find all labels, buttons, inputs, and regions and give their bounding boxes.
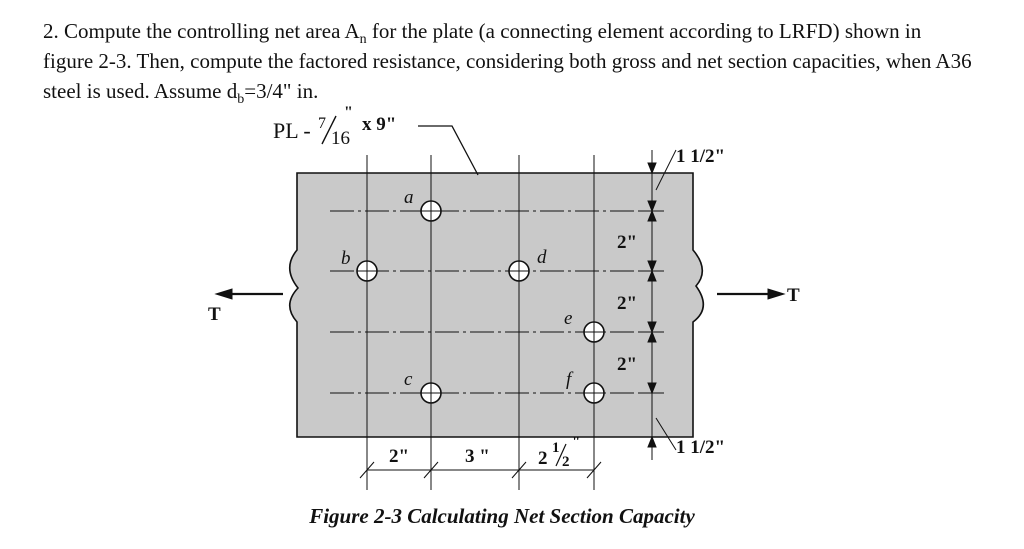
hole-label-e: e [564, 308, 572, 329]
hole-label-a: a [404, 187, 414, 208]
dim-gage-3-slash [555, 443, 567, 467]
hole-label-b: b [341, 248, 351, 269]
plate-thickness-slash [321, 115, 337, 145]
problem-text-1: 2. Compute the controlling net area A [43, 19, 360, 43]
problem-subscript-n: n [359, 32, 367, 48]
plate-label-prefix: PL - [273, 118, 311, 143]
plate-thickness-num: 7 [318, 115, 326, 132]
dim-gage-3-mark: " [572, 434, 580, 450]
problem-subscript-b: b [237, 92, 245, 108]
dim-gage-3-whole: 2 [538, 448, 548, 469]
tension-arrows [214, 288, 786, 300]
problem-text-3: =3/4" in. [244, 79, 319, 103]
dim-gage-3-den: 2 [562, 454, 570, 470]
gauge-lines [330, 210, 660, 394]
dim-gage-1: 2" [389, 446, 409, 467]
plate-thickness-den: 16 [331, 128, 350, 149]
problem-statement: 2. Compute the controlling net area An f… [43, 16, 973, 108]
problem-text-2: for the plate (a connecting element acco… [43, 19, 972, 103]
hole-crosshairs [357, 201, 604, 403]
dim-gage-2: 3 " [465, 446, 490, 467]
horizontal-dimension [359, 461, 602, 479]
dim-gage-3-num: 1 [552, 440, 560, 456]
dim-edge-bottom: 1 1/2" [676, 437, 725, 458]
hole-label-c: c [404, 369, 413, 390]
figure-caption: Figure 2-3 Calculating Net Section Capac… [309, 504, 695, 528]
hole-label-d: d [537, 247, 547, 268]
plate-leader-line [418, 125, 479, 176]
vertical-dimension [640, 149, 677, 460]
steel-plate [288, 172, 705, 438]
dim-spacing-2: 2" [617, 293, 637, 314]
load-label-right: T [787, 285, 800, 306]
dim-spacing-1: 2" [617, 232, 637, 253]
dim-edge-top: 1 1/2" [676, 146, 725, 167]
load-label-left: T [208, 304, 221, 325]
plate-width-label: x 9" [362, 114, 396, 135]
dim-spacing-3: 2" [617, 354, 637, 375]
plate-thickness-mark: " [344, 104, 353, 121]
hole-label-f: f [566, 369, 574, 390]
